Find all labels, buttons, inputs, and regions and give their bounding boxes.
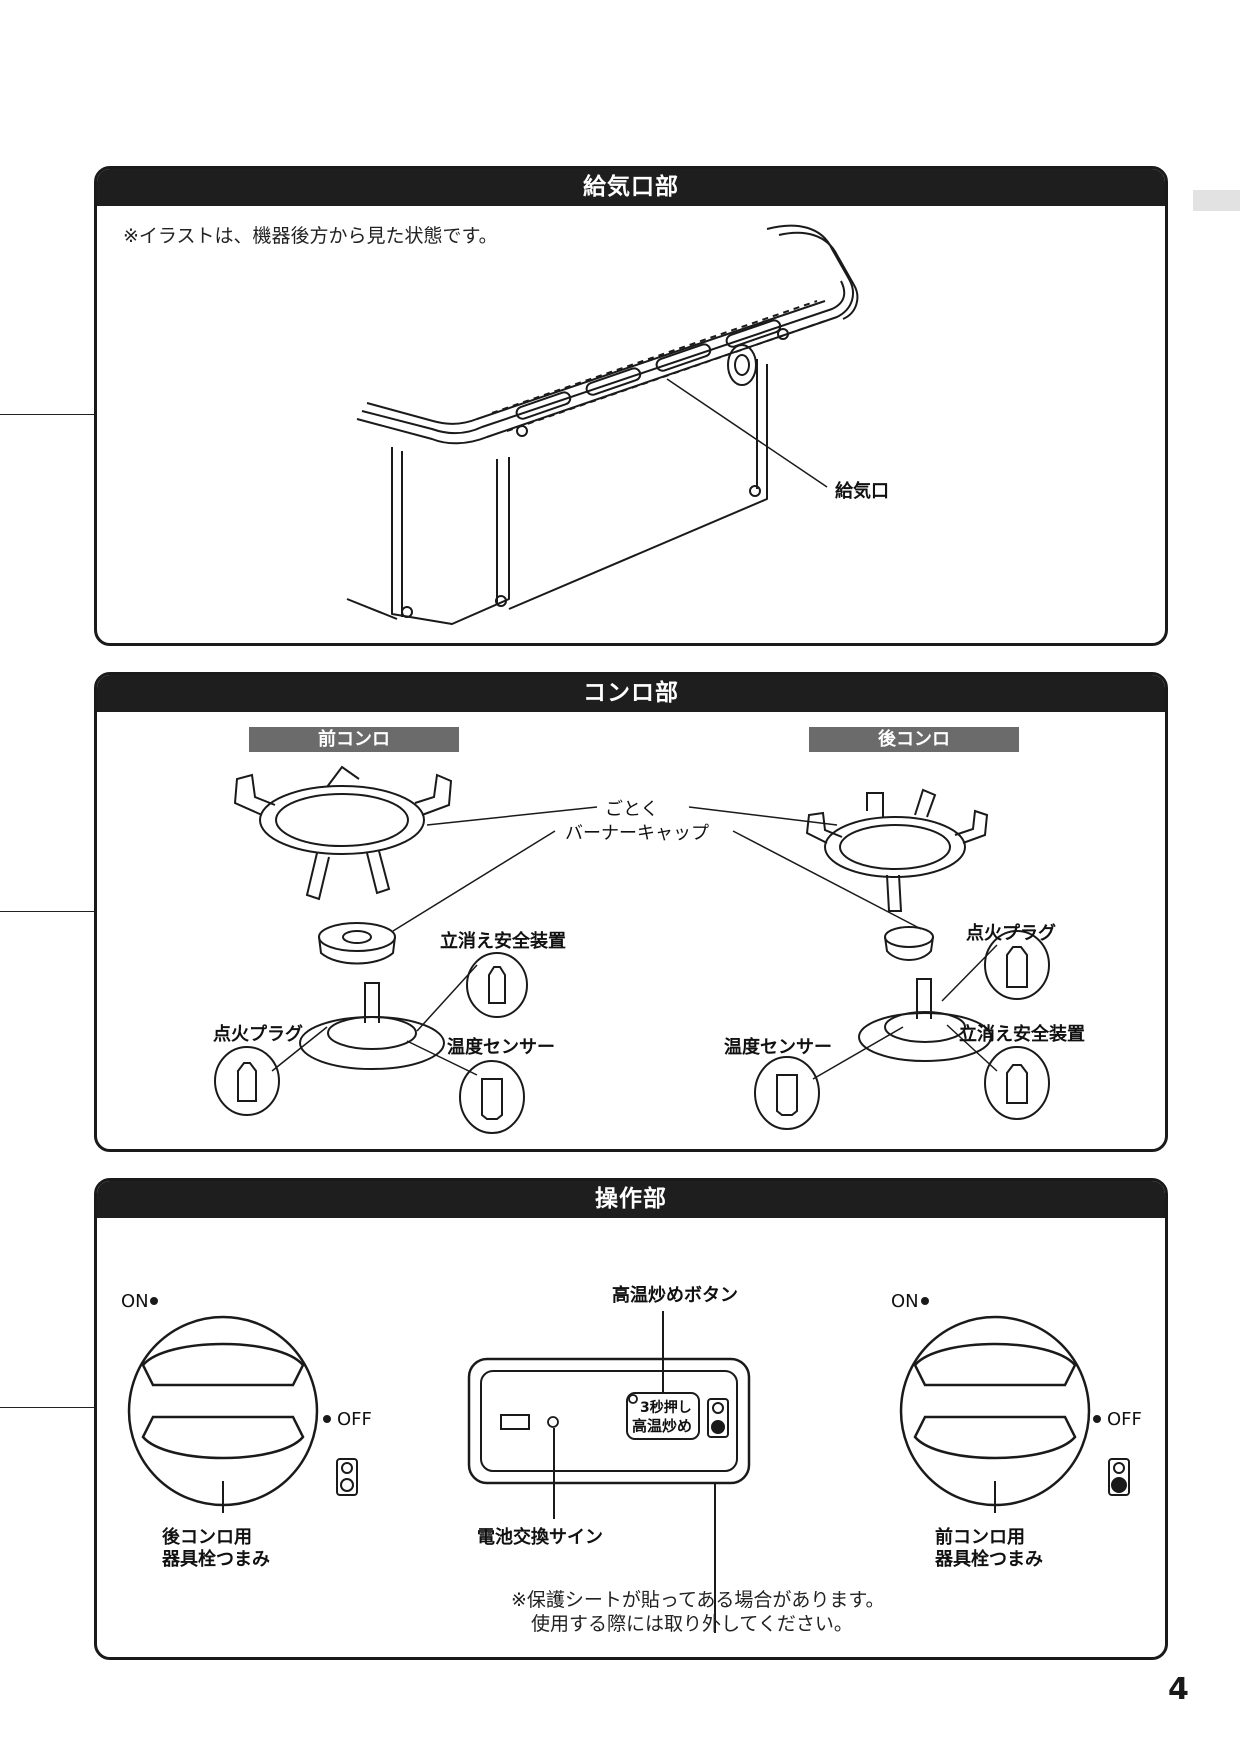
- front-on-label: ON: [891, 1291, 919, 1312]
- rear-ignition-plug-label: 点火プラグ: [966, 923, 1056, 944]
- air-intake-label: 給気口: [835, 481, 889, 502]
- front-off-label: OFF: [1107, 1409, 1142, 1430]
- page-number: 4: [1168, 1672, 1189, 1707]
- protective-sheet-note-line1: ※保護シートが貼ってある場合があります。: [511, 1589, 885, 1611]
- control-panel: 操作部: [94, 1178, 1168, 1660]
- front-ignition-plug-label: 点火プラグ: [213, 1024, 303, 1045]
- rear-knob-label-line1: 後コンロ用: [162, 1527, 252, 1548]
- panel-title: コンロ部: [97, 675, 1165, 712]
- air-intake-illustration: [346, 224, 859, 625]
- rear-off-label: OFF: [337, 1409, 372, 1430]
- rear-temp-sensor-label: 温度センサー: [724, 1037, 832, 1058]
- front-knob-label-line2: 器具栓つまみ: [935, 1549, 1043, 1570]
- edge-leader-line: [0, 911, 94, 912]
- edge-leader-line: [0, 1407, 94, 1408]
- section-tab-marker: [1193, 190, 1240, 211]
- rear-burner-tag: 後コンロ: [809, 727, 1019, 752]
- burner-illustration: [214, 765, 1050, 1134]
- front-flame-failure-label: 立消え安全装置: [440, 931, 566, 952]
- panel-title: 給気口部: [97, 169, 1165, 206]
- burner-panel: コンロ部 前コンロ 後コンロ: [94, 672, 1168, 1152]
- protective-sheet-note-line2: 使用する際には取り外してください。: [531, 1613, 853, 1635]
- rear-knob-label-line2: 器具栓つまみ: [162, 1549, 270, 1570]
- front-temp-sensor-label: 温度センサー: [447, 1037, 555, 1058]
- high-temp-button-label: 高温炒めボタン: [612, 1285, 738, 1306]
- button-face-line1: 3秒押し: [640, 1400, 692, 1416]
- front-burner-tag: 前コンロ: [249, 727, 459, 752]
- rear-flame-failure-label: 立消え安全装置: [959, 1024, 1085, 1045]
- control-illustration: [127, 1297, 1130, 1633]
- air-intake-panel: 給気口部 ※イラストは、機器後方から見た状態です。: [94, 166, 1168, 646]
- battery-sign-label: 電池交換サイン: [477, 1527, 603, 1548]
- button-face-line2: 高温炒め: [632, 1417, 693, 1435]
- rear-on-label: ON: [121, 1291, 149, 1312]
- burner-cap-label: バーナーキャップ: [565, 823, 709, 844]
- edge-leader-line: [0, 414, 94, 415]
- front-knob-label-line1: 前コンロ用: [935, 1527, 1025, 1548]
- panel-title: 操作部: [97, 1181, 1165, 1218]
- illustration-note: ※イラストは、機器後方から見た状態です。: [123, 225, 498, 247]
- trivet-label: ごとく: [605, 799, 659, 820]
